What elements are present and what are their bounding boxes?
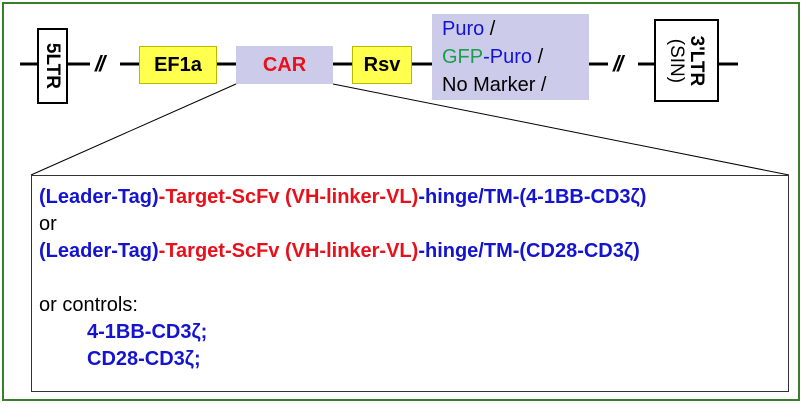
construct-4-1bb: (Leader-Tag)-Target-ScFv (VH-linker-VL)-… <box>39 184 788 211</box>
leader-tag: (Leader-Tag) <box>39 240 159 262</box>
construct-cd28: (Leader-Tag)-Target-ScFv (VH-linker-VL)-… <box>39 238 788 265</box>
hinge-signaling: -hinge/TM-(4-1BB-CD3ζ) <box>418 186 647 208</box>
marker-gfp-puro: -Puro <box>483 46 533 68</box>
leader-tag: (Leader-Tag) <box>39 186 159 208</box>
car-element: CAR <box>236 46 333 84</box>
rsv-label: Rsv <box>363 53 401 76</box>
zoom-line-right <box>332 83 790 176</box>
break-mark-right: // <box>613 51 623 76</box>
ltr3-label: 3'LTR (SIN) <box>666 35 708 86</box>
marker-separator: / <box>532 46 544 68</box>
ltr3-label-sin: (SIN) <box>666 38 688 83</box>
marker-separator: / <box>484 18 496 40</box>
ef1a-promoter: EF1a <box>139 46 217 84</box>
marker-puro: Puro <box>442 18 485 40</box>
controls-label: or controls: <box>39 294 138 316</box>
marker-line-gfp-puro: GFP-Puro / <box>442 43 543 71</box>
control-4-1bb: 4-1BB-CD3ζ; <box>87 321 208 343</box>
ltr5-element: 5LTR <box>37 28 68 104</box>
ltr3-element: 3'LTR (SIN) <box>654 19 719 102</box>
spacer <box>39 265 788 292</box>
ef1a-label: EF1a <box>154 53 202 76</box>
figure-frame <box>2 2 800 401</box>
marker-line-none: No Marker / <box>442 74 547 96</box>
dash: - <box>158 186 166 208</box>
car-label: CAR <box>262 53 307 76</box>
or-separator: or <box>39 213 57 235</box>
target-scfv: Target-ScFv (VH-linker-VL) <box>165 186 419 208</box>
break-mark-left: // <box>95 51 105 76</box>
marker-options: Puro / GFP-Puro / No Marker / <box>432 14 589 100</box>
zoom-line-left <box>30 83 237 176</box>
rsv-promoter: Rsv <box>352 46 412 84</box>
ltr5-label: 5LTR <box>42 42 64 90</box>
ltr3-label-main: 3'LTR <box>686 35 708 86</box>
control-cd28: CD28-CD3ζ; <box>87 348 201 370</box>
marker-line-puro: Puro / <box>442 15 495 43</box>
target-scfv: Target-ScFv (VH-linker-VL) <box>165 240 419 262</box>
hinge-signaling: -hinge/TM-(CD28-CD3ζ) <box>418 240 640 262</box>
car-construct-detail: (Leader-Tag)-Target-ScFv (VH-linker-VL)-… <box>31 175 789 392</box>
marker-gfp: GFP <box>442 46 484 68</box>
dash: - <box>158 240 166 262</box>
